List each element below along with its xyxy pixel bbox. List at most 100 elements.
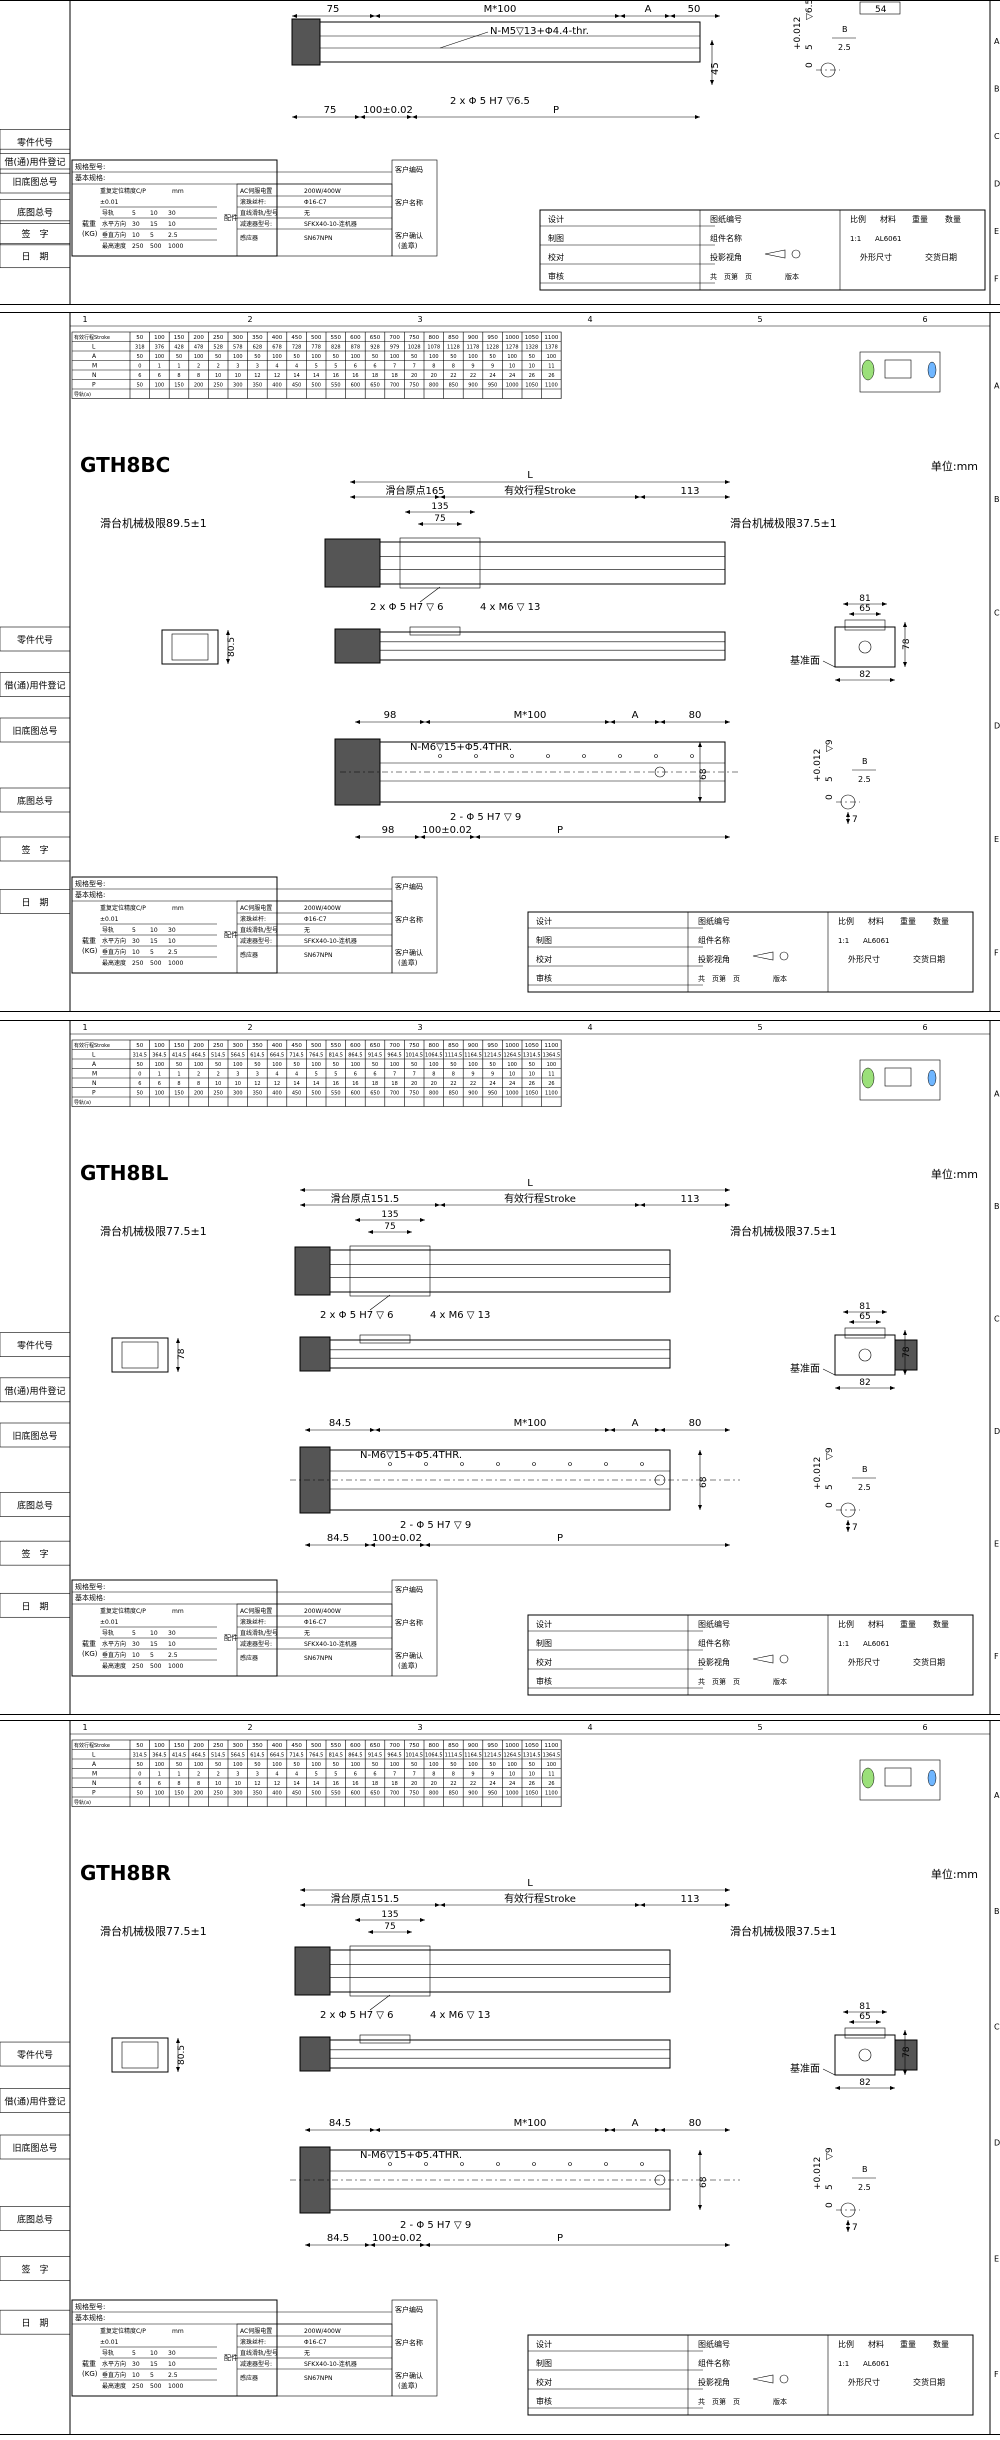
dim-a: A <box>632 710 639 721</box>
spec-load-cell: 30 <box>132 2361 140 2368</box>
arrow-head <box>903 1370 907 1375</box>
stroke-table-cell: 100 <box>233 354 243 360</box>
end-section-slide <box>844 619 886 631</box>
arrow-head <box>665 14 670 18</box>
stroke-table-cell: 850 <box>449 383 459 389</box>
arrow-head <box>425 2243 430 2247</box>
spec-block <box>71 159 278 257</box>
stroke-table-cell: 24 <box>489 1081 495 1087</box>
stroke-table-header: 250 <box>213 1043 224 1049</box>
stroke-table-cell: 8 <box>197 373 200 379</box>
stroke-table-cell: 16 <box>333 1081 339 1087</box>
stroke-table-cell: 100 <box>429 1062 439 1068</box>
arrow-head <box>620 14 625 18</box>
title-version: 版本 <box>773 2397 787 2406</box>
spec-accessory-value: 无 <box>304 1630 310 1637</box>
arrow-head <box>882 602 887 606</box>
arrow-head <box>640 1903 645 1907</box>
title-quantity: 数量 <box>933 2339 949 2349</box>
customer-stamp: (盖章) <box>398 241 418 250</box>
tol-25-label: 2.5 <box>858 1483 871 1492</box>
stroke-table-cell: 376 <box>155 345 165 351</box>
spec-accessory-label: 减速器型号: <box>240 1640 272 1648</box>
dim-80: 80 <box>689 1418 702 1429</box>
dim-stroke: 有效行程Stroke <box>504 1192 576 1205</box>
stroke-table-cell: 100 <box>272 1062 282 1068</box>
stroke-table-cell: 50 <box>372 354 378 360</box>
stroke-table-row-label: N <box>92 1780 97 1787</box>
mount-hole <box>604 1462 608 1466</box>
spec-load-cell: 垂直方向 <box>102 231 126 239</box>
stroke-table-cell: 50 <box>489 354 495 360</box>
stroke-table-cell: 400 <box>272 1791 282 1797</box>
left-end-inner <box>171 633 209 661</box>
spec-load-cell: 垂直方向 <box>102 1651 126 1659</box>
stroke-table-cell: 200 <box>194 1791 204 1797</box>
datum-leader <box>822 2068 836 2076</box>
dim-origin: 滑台原点165 <box>385 484 444 497</box>
stroke-table-cell: 318 <box>135 345 145 351</box>
stroke-table-cell: 2 <box>197 1772 200 1778</box>
stroke-table-cell: 514.5 <box>211 1053 225 1059</box>
arrow-head <box>849 612 854 616</box>
spec-sensor-value: SN67NPN <box>304 952 333 959</box>
stroke-table-cell: 50 <box>254 1062 260 1068</box>
stroke-table-cell: 50 <box>137 383 143 389</box>
stroke-table-header: 400 <box>272 335 283 341</box>
limit-left: 滑台机械极限77.5±1 <box>100 1224 207 1238</box>
spec-load-cell: 250 <box>132 960 144 967</box>
servo-motor <box>324 538 381 588</box>
stroke-table-header: 300 <box>233 1743 244 1749</box>
spec-load-cell: 30 <box>132 1641 140 1648</box>
spec-accessory-value: Φ16-C7 <box>304 199 327 206</box>
grid-col-number: 2 <box>247 1023 252 1032</box>
title-outline: 外形尺寸 <box>848 2377 880 2387</box>
model-title: GTH8BC <box>80 453 170 477</box>
slide-table <box>399 537 481 589</box>
spec-load-cell: 最高速度 <box>102 242 126 250</box>
stroke-table-header: 800 <box>429 335 440 341</box>
arrow-head <box>605 720 610 724</box>
spec-block <box>71 2299 278 2397</box>
stroke-table-cell: 20 <box>431 1081 437 1087</box>
title-scale-value: 1:1 <box>838 1640 849 1648</box>
dim-50: 50 <box>688 4 701 15</box>
left-strip-label: 零件代号 <box>17 2049 53 2061</box>
stroke-table-cell: 10 <box>215 373 221 379</box>
arrow-head <box>407 115 412 119</box>
stroke-table-header: 1100 <box>544 1743 558 1749</box>
arrow-head <box>903 662 907 667</box>
stroke-table-row-label: P <box>92 1790 96 1797</box>
stroke-table-cell: 3 <box>256 364 259 370</box>
grid-col-number: 5 <box>757 315 762 324</box>
stroke-table-cell: 50 <box>137 1762 143 1768</box>
stroke-table-cell: 8 <box>432 364 435 370</box>
stroke-table-cell: 50 <box>176 1062 182 1068</box>
stroke-table-cell: 800 <box>429 383 439 389</box>
actuator-body <box>379 631 726 661</box>
arrow-head <box>355 720 360 724</box>
stroke-table-cell: 18 <box>372 373 378 379</box>
stroke-table-cell: 100 <box>155 1791 165 1797</box>
grid-row-letter: A <box>994 1089 1000 1098</box>
stroke-table-cell: 478 <box>194 345 204 351</box>
arrow-head <box>305 2128 310 2132</box>
spec-accessory-label: 减速器型号: <box>240 220 272 228</box>
stroke-table-header: 500 <box>311 335 322 341</box>
stroke-table-cell: 6 <box>373 1072 376 1078</box>
stroke-table-cell: 26 <box>529 1081 535 1087</box>
left-strip-cell <box>0 1332 71 1357</box>
stroke-table-cell: 50 <box>137 1091 143 1097</box>
spec-accessory-label: 直线滑轨/型号 <box>240 209 278 217</box>
spec-accessory-label: 滚珠丝杆: <box>240 198 266 206</box>
grid-row-letter: D <box>994 179 1000 188</box>
arrow-head <box>176 1338 180 1343</box>
projection-symbol-circle <box>779 1654 789 1664</box>
arrow-head <box>725 1428 730 1432</box>
stroke-table-cell: 100 <box>547 1762 557 1768</box>
arrow-head <box>435 1203 440 1207</box>
stroke-table-cell: 8 <box>432 1072 435 1078</box>
title-row-label: 校对 <box>536 954 552 964</box>
stroke-table-cell: 10 <box>509 1772 515 1778</box>
stroke-table-row-label: P <box>92 1090 96 1097</box>
